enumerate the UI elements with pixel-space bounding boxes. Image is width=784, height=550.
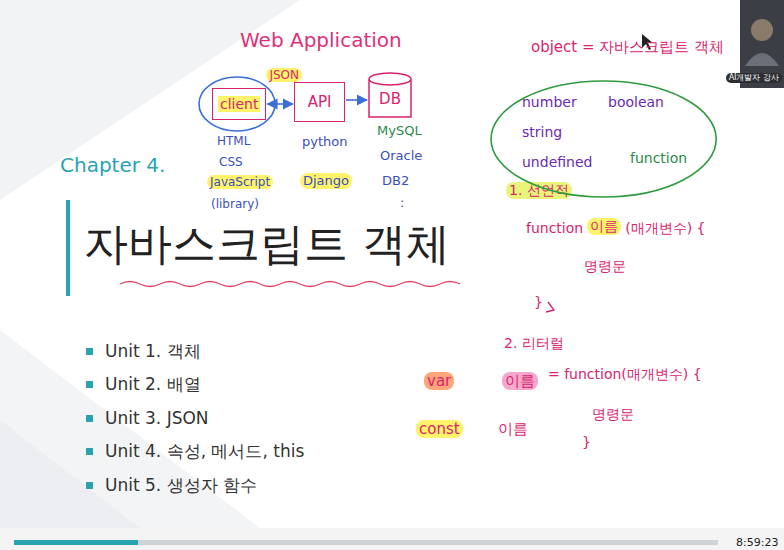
time-code: 8:59:23 [736,536,778,549]
handwritten-note: CSS [219,155,243,169]
handwritten-note: const [416,420,463,438]
node-text: function [630,150,687,167]
process-box: API [294,82,345,122]
handwritten-note: var [424,372,454,390]
webcam-person [751,19,773,41]
node-text: undefined [522,154,592,171]
pen-stroke [546,302,554,312]
progress-track [14,540,718,545]
database-box: DB [368,72,412,118]
handwritten-note: Oracle [380,148,422,164]
handwritten-note: HTML [217,134,250,148]
bullet [86,348,93,355]
handwritten-note: 2. 리터럴 [504,335,564,352]
handwritten-note: 이름 [587,218,621,235]
wavy-underline [120,282,460,287]
bullet [86,381,93,388]
webcam-caption: AI개발자 강사 [726,73,782,83]
handwritten-note: 명령문 [592,406,634,423]
unit-item: Unit 1. 객체 [105,341,201,361]
node-text: boolean [608,94,664,111]
chapter-label: Chapter 4. [60,153,165,177]
edge-label: JSON [266,68,302,82]
unit-item: Unit 4. 속성, 메서드, this [105,441,304,461]
handwritten-note: MySQL [377,123,422,139]
progress-fill [14,540,138,545]
handwritten-note: 1. 선언적 [506,182,572,199]
connector-arrow [267,103,293,105]
bg-band [0,420,140,528]
handwritten-note: 이름 [502,372,538,390]
circle-mark [199,77,275,131]
bg-band [0,330,260,528]
node-text: API [308,93,332,111]
ellipse-outline [491,81,716,197]
handwritten-note: JavaScript [207,175,273,189]
handwritten-note: function [526,220,583,237]
handwritten-note: python [302,134,347,150]
handwritten-note: = function(매개변수) { [548,366,702,383]
handwritten-note: 이름 [498,420,528,438]
bullet [86,415,93,422]
handwritten-note: } [582,434,591,451]
node-text: string [522,124,562,141]
unit-item: Unit 3. JSON [105,408,209,428]
slide-title: 자바스크립트 객체 [84,218,450,271]
webcam-person [745,53,779,66]
node-text: number [522,94,577,111]
node-text: client [218,96,260,113]
bullet [86,482,93,489]
unit-item: Unit 2. 배열 [105,374,201,394]
process-box: client [212,88,266,120]
connector-arrow [346,99,367,101]
handwritten-note: } [534,294,543,311]
handwritten-note: Web Application [240,28,402,52]
handwritten-note: object = 자바스크립트 객체 [531,38,724,56]
handwritten-note: 명령문 [584,258,626,275]
handwritten-note: : [400,195,404,211]
unit-item: Unit 5. 생성자 함수 [105,475,257,495]
handwritten-note: (매개변수) { [625,220,705,237]
player-bar [0,528,784,550]
node-text: DB [379,90,401,108]
handwritten-note: DB2 [382,173,409,189]
bullet [86,448,93,455]
handwritten-note: (library) [211,197,259,211]
handwritten-note: Django [300,173,352,189]
group-ellipse: number boolean string undefined function [490,80,717,198]
cylinder-outline [369,73,411,117]
title-bar [66,200,70,296]
